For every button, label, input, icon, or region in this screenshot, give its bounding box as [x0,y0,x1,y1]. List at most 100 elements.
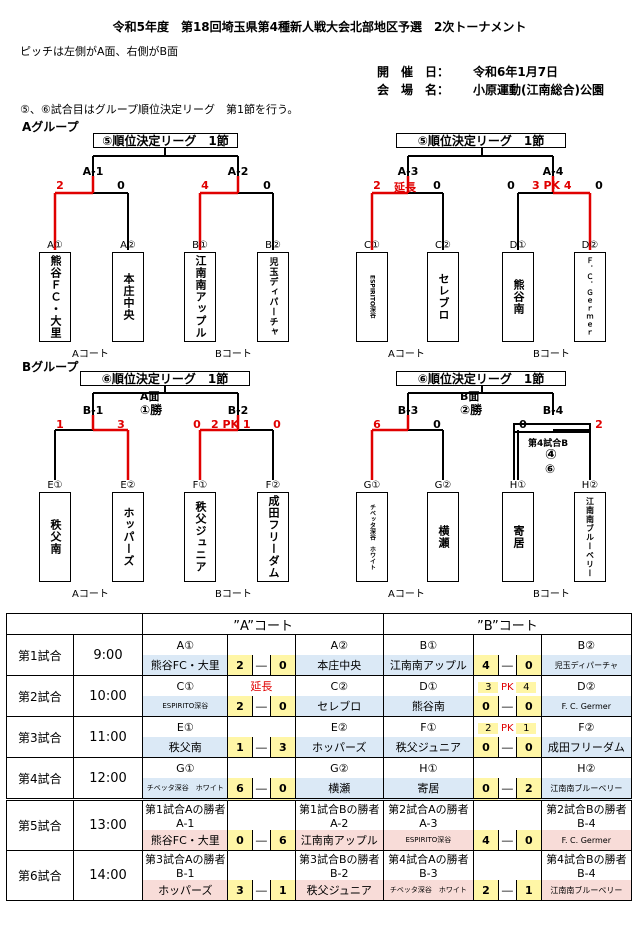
team-box-f2: 成田フリーダム [257,492,289,582]
seed-d1: D① [509,240,527,251]
score-left: 0 [473,696,499,717]
pk-a4: 3 PK 4 [532,179,572,192]
score-a1-right: 0 [117,179,125,192]
score-dash: ― [497,655,517,676]
score-right: 0 [515,655,542,676]
score-a4-right: 0 [595,179,603,192]
court-label: Aコート [388,349,425,360]
seed-h2: H② [581,480,599,491]
match-number: 第3試合 [6,716,74,758]
seed-label: 第4試合Bの勝者B-4 [540,850,633,880]
pitch-note: ピッチは左側がA面、右側がB面 [20,45,179,58]
score-dash: ― [251,696,271,717]
score-left: 6 [227,778,253,800]
seed-label: E① [142,716,229,737]
court-b-header: ”B”コート [382,613,633,635]
league-box-a-left: ⑤順位決定リーグ 1節 [93,133,238,148]
b4-circle-2: ⑥ [545,462,556,476]
score-dash: ― [497,778,517,800]
bracket-lines [53,148,592,480]
seed-label: 第3試合Aの勝者B-1 [142,850,229,880]
seed-label: 第2試合Aの勝者A-3 [382,799,475,830]
team-box-h2: 江南南ブルーベリー [574,492,606,582]
seed-label: H① [382,757,475,778]
team-name: チベッタ深谷 ホワイト [368,504,376,570]
score-a3-left: 2 [373,179,381,192]
team-name-right: F. C. Germer [540,696,633,717]
court-label: Aコート [72,589,109,600]
team-name: 秩父南 [49,519,62,555]
pk-label: PK [501,681,514,693]
team-box-f1: 秩父ジュニア [184,492,216,582]
score-left: 3 [227,880,253,901]
match-time: 10:00 [72,675,144,717]
score-a4-left: 0 [507,179,515,192]
seed-e2: E② [120,480,136,491]
team-name: ホッパーズ [122,507,135,567]
face-label-b: B面 [460,390,480,403]
team-name-right: 江南南アップル [294,830,384,851]
league-box-b-right: ⑥順位決定リーグ 1節 [396,371,566,386]
seed-a1: A① [47,240,63,251]
team-name: 本庄中央 [122,273,135,321]
group-b-label: Bグループ [22,360,79,374]
team-name-left: 江南南アップル [382,655,475,676]
match-note: 延長 [227,675,296,696]
score-right: 1 [269,880,296,901]
score-dash: ― [251,655,271,676]
team-box-d1: 熊谷南 [502,252,534,342]
match-label-a4: A-4 [542,165,564,178]
score-dash: ― [497,830,517,851]
team-name-right: 成田フリーダム [540,737,633,758]
seed-label: G① [142,757,229,778]
score-b3-right: 0 [433,418,441,431]
score-left: 0 [473,737,499,758]
match-label-b4: B-4 [542,404,564,417]
court-label: Bコート [533,349,570,360]
seed-label: G② [294,757,384,778]
seed-label: E② [294,716,384,737]
score-dash: ― [251,830,271,851]
seed-b2: B② [265,240,281,251]
pk-score: 2 [478,722,499,734]
venue-label: 会 場 名： [377,83,450,97]
match-note [473,634,542,655]
team-name-left: 寄居 [382,778,475,800]
team-box-d2: Ｆ．Ｃ．Ｇｅｒｍｅｒ [574,252,606,342]
team-name-right: 秩父ジュニア [294,880,384,901]
seed-label: D② [540,675,633,696]
pk-score: 1 [516,722,537,734]
match-note [227,716,296,737]
score-right: 6 [269,830,296,851]
date-value: 令和6年1月7日 [473,65,559,79]
league-box-b-left: ⑥順位決定リーグ 1節 [80,371,250,386]
team-name-right: 児玉ディパーチャ [540,655,633,676]
seed-label: C② [294,675,384,696]
league-note: ⑤、⑥試合目はグループ順位決定リーグ 第1節を行う。 [20,103,299,116]
court-label: Bコート [215,349,252,360]
match-time: 13:00 [72,799,144,851]
pk-score: 3 [478,681,499,693]
score-right: 0 [515,696,542,717]
score-dash: ― [251,737,271,758]
score-dash: ― [497,880,517,901]
seed-f1: F① [192,480,208,491]
team-name: 熊谷ＦＣ・大里 [49,255,62,339]
score-right: 1 [515,880,542,901]
pk-label: PK [501,722,514,734]
win-label-a: ①勝 [140,403,163,417]
seed-label: A② [294,634,384,655]
team-name-right: F. C. Germer [540,830,633,851]
match-note [473,799,542,830]
team-name-left: チベッタ深谷 ホワイト [142,778,229,800]
team-box-e2: ホッパーズ [112,492,144,582]
seed-c2: C② [435,240,451,251]
score-b2-right: 0 [273,418,281,431]
group-a-label: Aグループ [22,120,79,134]
